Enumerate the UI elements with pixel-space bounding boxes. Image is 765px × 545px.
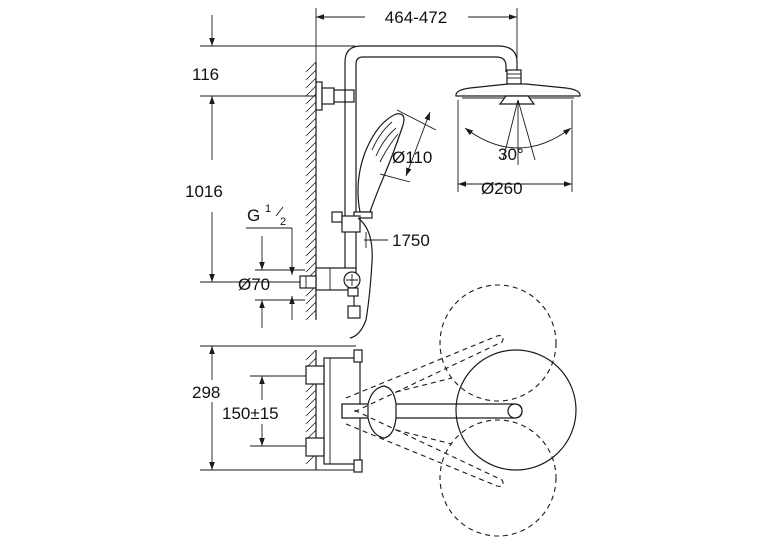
depth-label: 298 [192,383,220,402]
swivel-arms [345,335,504,487]
height-dimension-label: 1016 [185,182,223,201]
wall-hatch-line [305,261,317,273]
wall-hatch-line [305,229,317,241]
thread-sup: 1 [265,203,271,215]
shower-head [455,69,581,105]
wall-hatch-line [305,389,317,401]
hand-shower: Ø110 [353,109,437,219]
wall-hatch-line [305,413,317,425]
wall-hatch-line [305,109,317,121]
centers-label: 150±15 [222,404,279,423]
wall-hatch-line [305,125,317,137]
angle-label: 30° [498,145,524,164]
wall-hatch-line [305,61,317,73]
wall-hatch-line [305,293,317,305]
wall-hatch-line [305,405,317,417]
top-offset-label: 116 [192,65,219,84]
wall-hatch-line [305,85,317,97]
shower-head-top [439,284,577,537]
wall-hatch-line [305,77,317,89]
centers-dimension: 150±15 [222,375,318,447]
wall-hatch-line [305,309,317,321]
wall-hatch-line [305,237,317,249]
wall-hatch-line [305,205,317,217]
top-view: 298 150±15 [192,284,577,537]
width-dimension: 464-472 [315,8,518,70]
wall-hatch-line [305,421,317,433]
wall-hatch-line [305,245,317,257]
wall-hatch-line [305,181,317,193]
depth-dimension: 298 [192,345,356,471]
hose [347,217,373,339]
wall-hatch-line [305,397,317,409]
wall-hatch-line [305,101,317,113]
handshower-diameter-label: Ø110 [392,148,432,167]
wall-hatch-line [305,213,317,225]
wall-bracket-top [315,81,355,111]
thread-label: G [247,206,260,225]
thermostat-top [305,349,363,473]
wall-hatch-line [305,253,317,265]
connection-dimensions: G 1 2 Ø70 [238,203,306,328]
vertical-dimensions: 116 1016 [185,15,355,283]
head-diameter-dimension: Ø260 [457,100,573,198]
wall-hatch-line [305,117,317,129]
width-dimension-label: 464-472 [385,8,447,27]
thermostat-front [299,267,361,297]
wall-hatch-line [305,197,317,209]
wall-hatch-line [305,93,317,105]
wall-hatch-line [305,149,317,161]
riser-rail [344,45,518,270]
wall-hatch-line [305,349,317,361]
wall-hatch-line [305,221,317,233]
wall-hatch-line [305,173,317,185]
wall-hatch-line [305,141,317,153]
head-diameter-label: Ø260 [481,179,523,198]
wall-hatch-line [305,165,317,177]
wall-hatch-line [305,157,317,169]
wall-hatch-line [305,133,317,145]
spray-angle: 30° [464,99,572,165]
slider: 1750 [331,211,430,250]
front-view: 464-472 116 1016 G 1 2 Ø70 [185,8,581,339]
total-height-label: 1750 [392,231,430,250]
wall-hatch-line [305,69,317,81]
hand-shower-top [367,377,453,445]
wall-hatch-line [305,301,317,313]
flange-label: Ø70 [238,275,270,294]
thread-sub: 2 [280,216,286,228]
wall-hatch-line [305,189,317,201]
